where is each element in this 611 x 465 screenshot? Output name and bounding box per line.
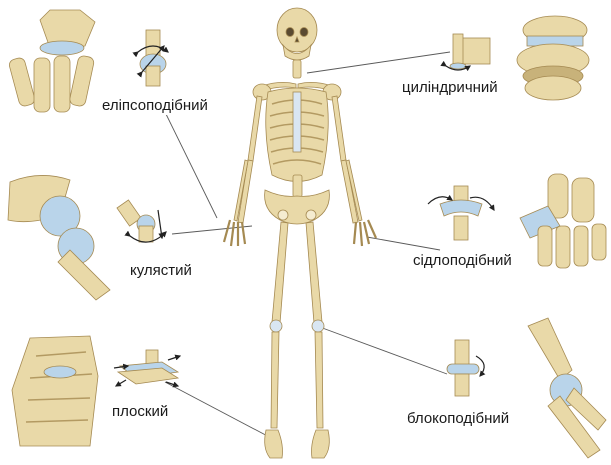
ball-joint-schematic: [117, 200, 166, 242]
ellipsoid-joint-schematic: [138, 30, 168, 86]
label-hinge: блокоподібний: [404, 410, 512, 428]
vertebra-joint-icon: [517, 16, 589, 100]
skeleton-icon: [224, 8, 376, 458]
label-ellipsoid: еліпсоподібний: [99, 97, 211, 115]
cylindrical-joint-schematic: [446, 34, 490, 70]
elbow-joint-icon: [528, 318, 606, 458]
foot-joint-icon: [12, 336, 98, 446]
wrist-joint-icon: [8, 10, 95, 112]
shoulder-joint-icon: [8, 175, 110, 300]
hand-joint-icon: [520, 174, 606, 268]
label-saddle: сідлоподібний: [410, 252, 515, 270]
label-ball: кулястий: [127, 262, 195, 280]
hinge-joint-schematic: [447, 340, 484, 396]
label-flat: плоский: [109, 403, 171, 421]
label-cylindrical: циліндричний: [399, 79, 501, 97]
flat-joint-schematic: [114, 350, 180, 386]
saddle-joint-schematic: [428, 186, 494, 240]
